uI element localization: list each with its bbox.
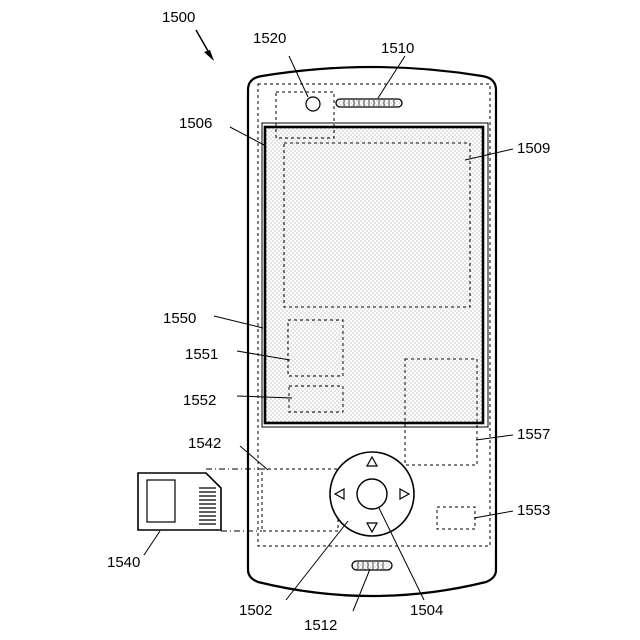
label-region-1552: 1552 [183,392,216,409]
label-speaker: 1510 [381,40,414,57]
label-region-1551: 1551 [185,346,218,363]
center-button [357,479,387,509]
arrow-icon [196,30,214,61]
label-memory-card: 1540 [107,554,140,571]
touch-panel-display [265,127,483,423]
label-operation-key: 1502 [239,602,272,619]
label-region-1553: 1553 [517,502,550,519]
label-microphone: 1512 [304,617,337,634]
label-display-frame: 1506 [179,115,212,132]
label-region-1557: 1557 [517,426,550,443]
label-touch-panel: 1550 [163,310,196,327]
memory-card-label [147,480,175,522]
label-device: 1500 [162,9,195,26]
label-display-area: 1509 [517,140,550,157]
label-center-button: 1504 [410,602,443,619]
label-camera: 1520 [253,30,286,47]
camera-lens [306,97,320,111]
label-slot-region: 1542 [188,435,221,452]
